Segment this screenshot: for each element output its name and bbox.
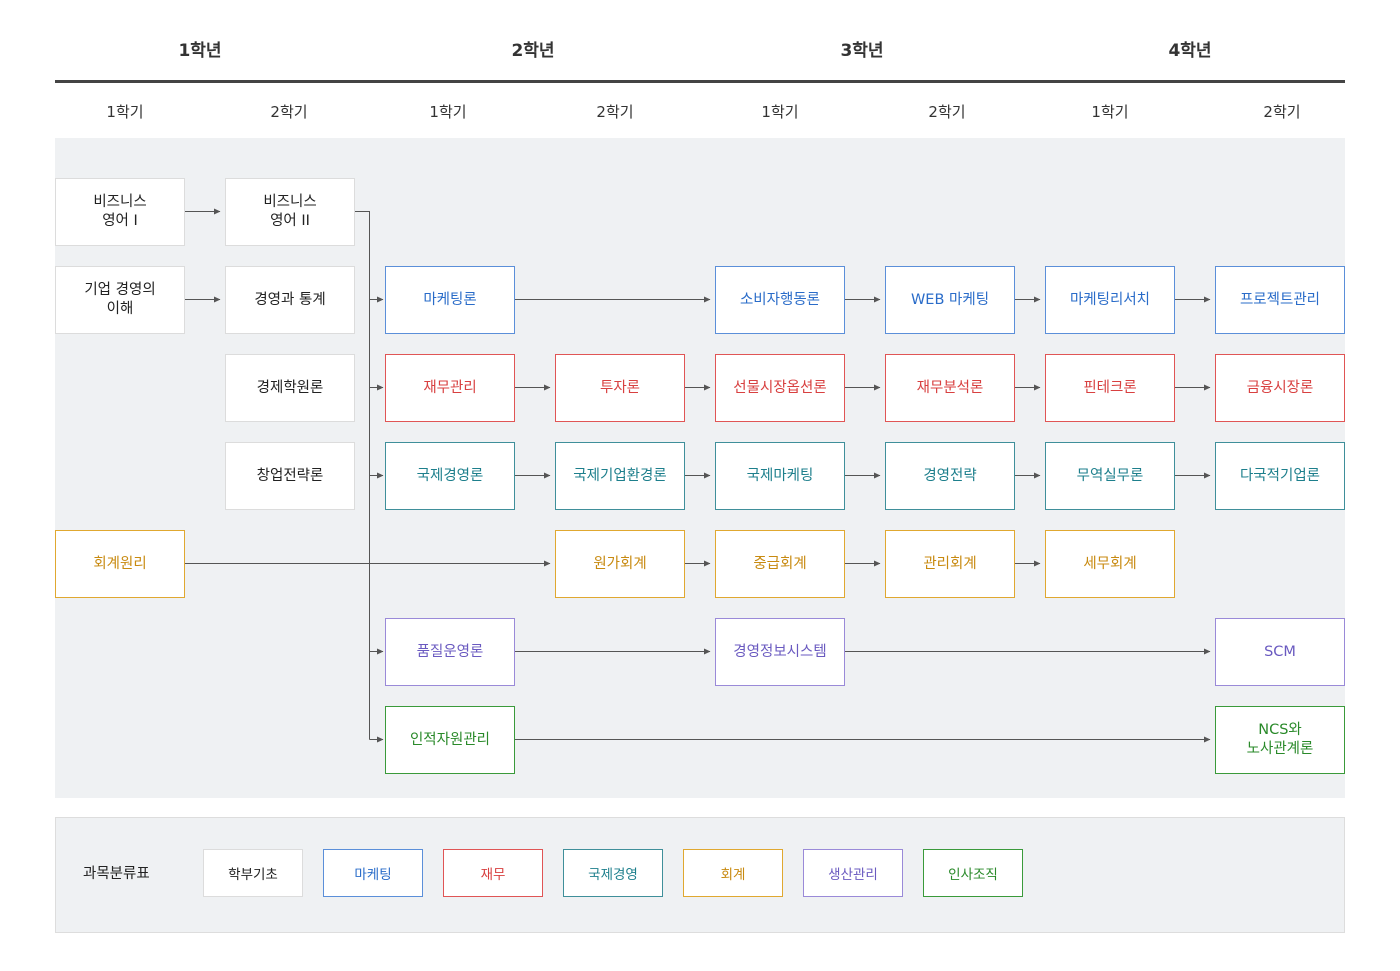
course-management-statistics[interactable]: 경영과 통계	[225, 266, 355, 334]
trunk-line	[355, 211, 370, 740]
year-1-header: 1학년	[178, 41, 222, 61]
course-financial-analysis[interactable]: 재무분석론	[885, 354, 1015, 422]
course-international-environment[interactable]: 국제기업환경론	[555, 442, 685, 510]
legend-item-international: 국제경영	[563, 849, 663, 897]
semester-header: 2학기	[1263, 103, 1301, 121]
course-international-marketing[interactable]: 국제마케팅	[715, 442, 845, 510]
legend-item-accounting: 회계	[683, 849, 783, 897]
semester-header: 1학기	[761, 103, 799, 121]
semester-header: 2학기	[928, 103, 966, 121]
semester-header: 2학기	[596, 103, 634, 121]
course-international-management[interactable]: 국제경영론	[385, 442, 515, 510]
course-web-marketing[interactable]: WEB 마케팅	[885, 266, 1015, 334]
year-4-header: 4학년	[1168, 41, 1212, 61]
course-business-english-2[interactable]: 비즈니스 영어 II	[225, 178, 355, 246]
legend-item-finance: 재무	[443, 849, 543, 897]
course-business-english-1[interactable]: 비즈니스 영어 I	[55, 178, 185, 246]
semester-header: 2학기	[270, 103, 308, 121]
legend-item-base: 학부기초	[203, 849, 303, 897]
course-financial-management[interactable]: 재무관리	[385, 354, 515, 422]
course-startup-strategy[interactable]: 창업전략론	[225, 442, 355, 510]
semester-header: 1학기	[429, 103, 467, 121]
course-consumer-behavior[interactable]: 소비자행동론	[715, 266, 845, 334]
course-management-accounting[interactable]: 관리회계	[885, 530, 1015, 598]
course-understanding-business[interactable]: 기업 경영의 이해	[55, 266, 185, 334]
course-cost-accounting[interactable]: 원가회계	[555, 530, 685, 598]
course-scm[interactable]: SCM	[1215, 618, 1345, 686]
year-3-header: 3학년	[840, 41, 884, 61]
course-financial-market[interactable]: 금융시장론	[1215, 354, 1345, 422]
course-economics[interactable]: 경제학원론	[225, 354, 355, 422]
course-fintech[interactable]: 핀테크론	[1045, 354, 1175, 422]
course-multinational[interactable]: 다국적기업론	[1215, 442, 1345, 510]
course-intermediate-accounting[interactable]: 중급회계	[715, 530, 845, 598]
header-divider	[55, 80, 1345, 83]
course-ncs-labor-relations[interactable]: NCS와 노사관계론	[1215, 706, 1345, 774]
course-marketing[interactable]: 마케팅론	[385, 266, 515, 334]
course-management-strategy[interactable]: 경영전략	[885, 442, 1015, 510]
course-investment[interactable]: 투자론	[555, 354, 685, 422]
semester-header: 1학기	[106, 103, 144, 121]
semester-header: 1학기	[1091, 103, 1129, 121]
legend-title: 과목분류표	[83, 866, 150, 882]
course-project-management[interactable]: 프로젝트관리	[1215, 266, 1345, 334]
legend-item-hr: 인사조직	[923, 849, 1023, 897]
course-hrm[interactable]: 인적자원관리	[385, 706, 515, 774]
legend-item-production: 생산관리	[803, 849, 903, 897]
course-futures-options[interactable]: 선물시장옵션론	[715, 354, 845, 422]
legend-item-marketing: 마케팅	[323, 849, 423, 897]
course-quality-operations[interactable]: 품질운영론	[385, 618, 515, 686]
course-accounting-principles[interactable]: 회계원리	[55, 530, 185, 598]
year-2-header: 2학년	[511, 41, 555, 61]
course-marketing-research[interactable]: 마케팅리서치	[1045, 266, 1175, 334]
course-mis[interactable]: 경영정보시스템	[715, 618, 845, 686]
course-trade-practice[interactable]: 무역실무론	[1045, 442, 1175, 510]
course-tax-accounting[interactable]: 세무회계	[1045, 530, 1175, 598]
